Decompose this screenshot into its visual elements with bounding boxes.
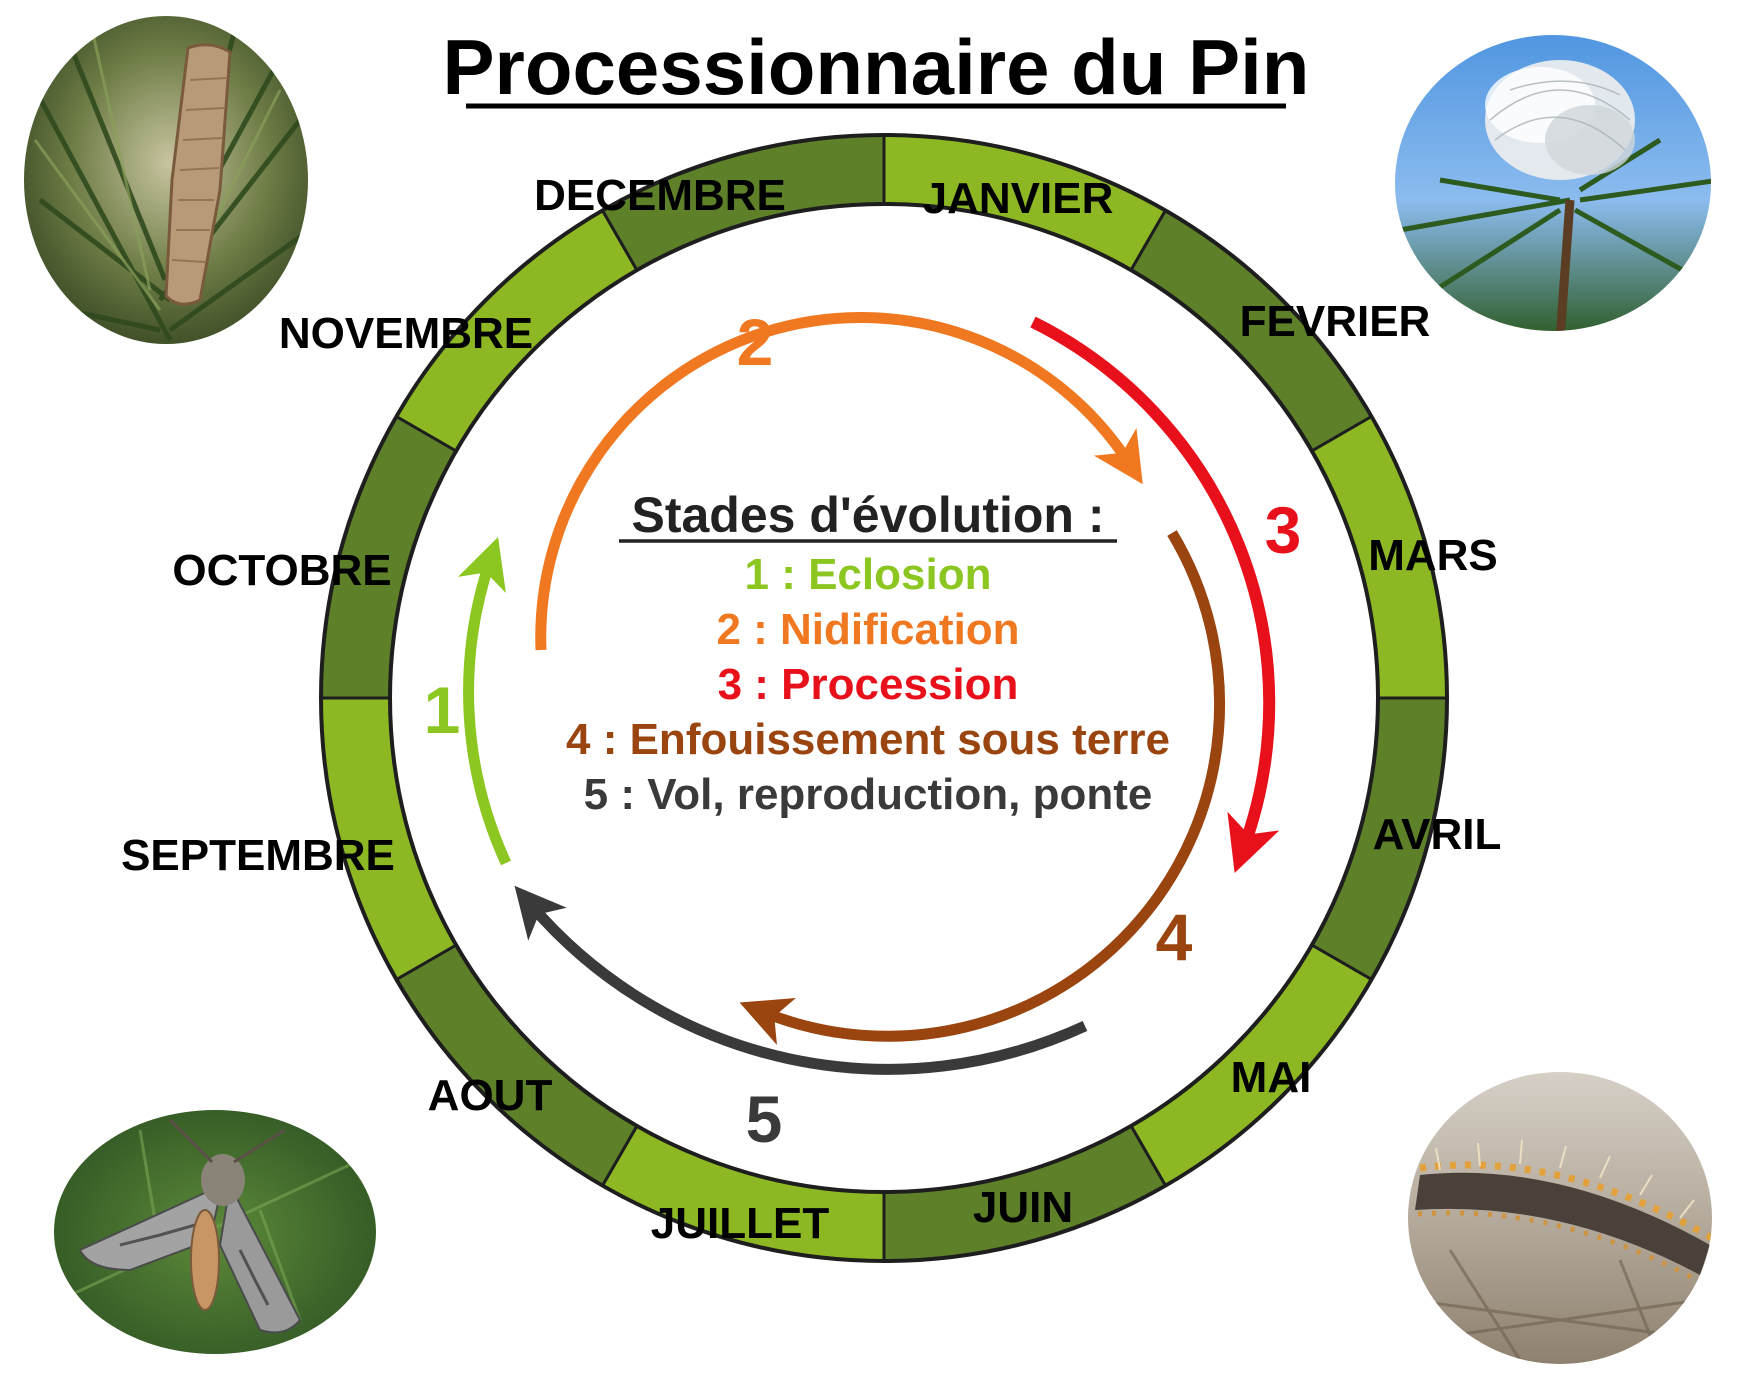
month-label-novembre: NOVEMBRE (279, 309, 533, 358)
month-label-decembre: DECEMBRE (534, 171, 786, 220)
legend-item-procession: 3 : Procession (718, 660, 1019, 709)
month-label-janvier: JANVIER (923, 174, 1114, 223)
month-label-fevrier: FEVRIER (1240, 297, 1431, 346)
legend-item-nidification: 2 : Nidification (716, 605, 1019, 654)
month-label-mai: MAI (1231, 1053, 1312, 1102)
stage-number-1: 1 (424, 673, 461, 747)
month-label-septembre: SEPTEMBRE (121, 831, 395, 880)
month-label-octobre: OCTOBRE (172, 546, 391, 595)
month-label-mars: MARS (1368, 531, 1498, 580)
month-label-juillet: JUILLET (651, 1199, 830, 1248)
moth-photo (50, 1105, 380, 1365)
page-title: Processionnaire du Pin (443, 23, 1310, 111)
month-label-aout: AOUT (428, 1071, 553, 1120)
month-label-avril: AVRIL (1373, 810, 1502, 859)
legend-item-enfouissement: 4 : Enfouissement sous terre (566, 715, 1170, 764)
silk-nest-photo (1390, 30, 1720, 340)
legend-item-eclosion: 1 : Eclosion (745, 550, 992, 599)
month-label-juin: JUIN (973, 1183, 1073, 1232)
legend-heading: Stades d'évolution : (631, 487, 1104, 543)
stage-number-5: 5 (746, 1082, 783, 1156)
stage-number-2: 2 (737, 305, 774, 379)
stage-number-4: 4 (1156, 900, 1193, 974)
caterpillar-procession-photo (1400, 1070, 1720, 1370)
pine-needle-eggs-photo (20, 10, 320, 350)
legend-item-vol: 5 : Vol, reproduction, ponte (584, 770, 1153, 819)
stage-number-3: 3 (1265, 493, 1302, 567)
